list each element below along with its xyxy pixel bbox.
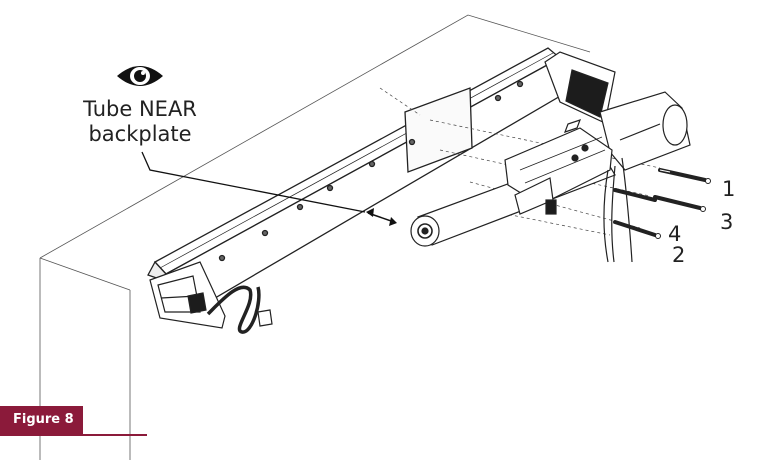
screw-3 [653,195,706,212]
figure-label: Figure 8 [0,406,83,434]
headrail [147,47,563,299]
figure-caption: Figure 8 [0,406,147,436]
callout-label-line-1: Tube NEAR [83,97,197,121]
callout-leader-line [141,151,366,213]
cable-plug [257,309,273,327]
motor-wires [603,157,633,263]
left-end-cap [149,261,226,329]
screw-4 [613,188,657,202]
screw-2 [613,220,661,239]
callout-label-line-2: backplate [88,122,192,146]
motor-bracket [504,119,613,215]
screw-number-3: 3 [720,210,734,234]
right-end-cap [544,51,616,124]
double-arrow-icon [366,208,397,226]
screw-1 [658,168,711,184]
screw-number-1: 1 [722,177,736,201]
eye-icon [117,66,163,86]
screw-number-4: 4 [668,222,682,246]
motor [599,91,691,171]
screw-number-2: 2 [672,243,686,267]
cable [206,285,261,334]
